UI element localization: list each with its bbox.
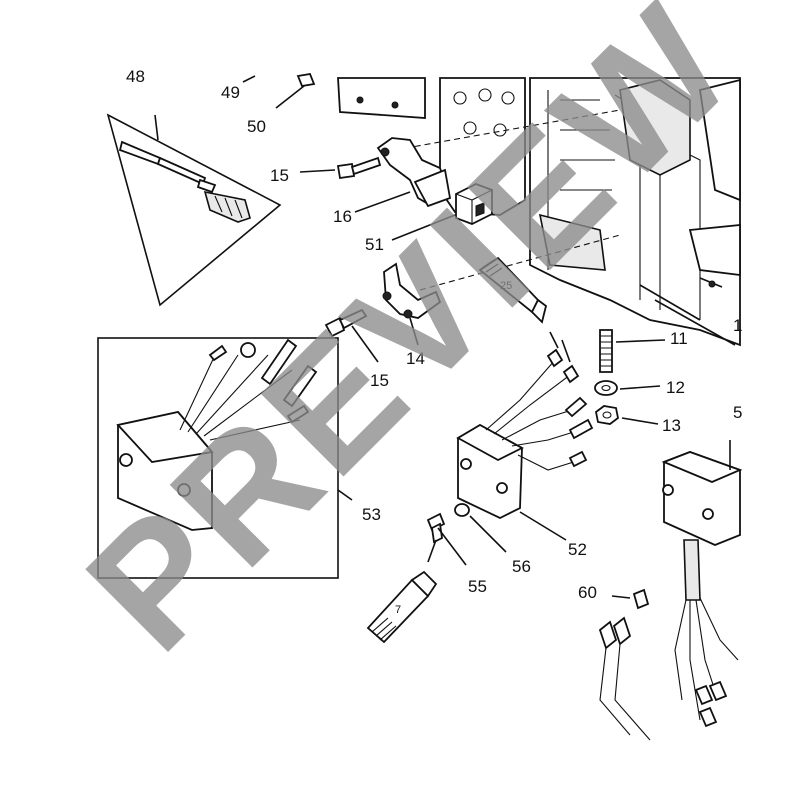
callout-56: 56 (512, 557, 531, 576)
callout-53: 53 (362, 505, 381, 524)
bracket-16 (354, 137, 452, 213)
assembly-guide-line (394, 109, 621, 151)
tube-25 (478, 256, 548, 324)
callout-60: 60 (578, 583, 597, 602)
part-50 (296, 72, 316, 88)
callout-13: 13 (662, 416, 681, 435)
callout-1: 1 (733, 316, 742, 335)
callout-49: 49 (221, 83, 240, 102)
module-5x (661, 440, 743, 728)
callout-55: 55 (468, 577, 487, 596)
callout-7: 7 (395, 604, 401, 616)
callout-52: 52 (568, 540, 587, 559)
screw-15-upper (299, 156, 382, 180)
assembly-guide-line (419, 234, 621, 291)
callout-14: 14 (406, 349, 425, 368)
tube-7 (366, 570, 438, 644)
callout-15-lower: 15 (370, 371, 389, 390)
leader-50 (275, 85, 305, 109)
callout-11: 11 (670, 329, 688, 348)
washer-56 (454, 503, 507, 553)
inset-53 (97, 337, 353, 579)
leader-49 (242, 75, 256, 83)
callout-51: 51 (365, 235, 384, 254)
callout-16: 16 (333, 207, 352, 226)
callout-5x: 5 (733, 403, 742, 422)
screw-55 (426, 512, 467, 566)
nut-13 (595, 405, 659, 425)
callout-15-upper: 15 (270, 166, 289, 185)
callout-25: 25 (500, 280, 512, 292)
stud-11 (599, 329, 666, 373)
connector-60 (598, 588, 651, 741)
module-52 (456, 331, 594, 541)
clamp-14 (382, 262, 442, 346)
inset-48 (106, 113, 282, 307)
callout-50: 50 (247, 117, 266, 136)
washer-12 (594, 380, 661, 396)
callout-12: 12 (666, 378, 685, 397)
callout-48: 48 (126, 67, 145, 86)
block-51 (391, 183, 493, 241)
screw-15-lower (324, 308, 379, 363)
engine-block (337, 77, 741, 347)
